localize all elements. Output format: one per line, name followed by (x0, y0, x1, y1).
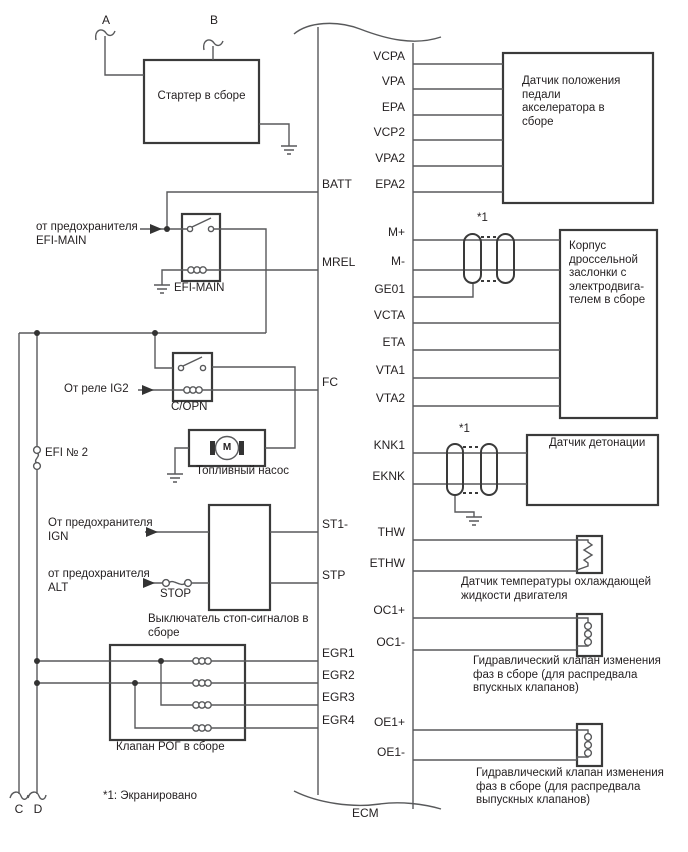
pin-egr4: EGR4 (322, 713, 355, 727)
thermistor-icon (576, 539, 594, 571)
connector-b: B (209, 13, 218, 27)
connector-d: D (33, 802, 43, 816)
coolant-sensor-label: Датчик температуры охлаждающей жидкости … (461, 576, 652, 602)
pin-vcta: VCTA (373, 308, 405, 322)
knock-sensor-box (525, 433, 660, 507)
coolant-sensor-box (575, 534, 604, 575)
stop-switch-box (207, 503, 272, 612)
pedal-sensor-box (501, 51, 655, 205)
egr-valve-box (108, 643, 247, 742)
pedal-sensor-label: Датчик положения педали акселератора в с… (522, 75, 621, 128)
pin-thw: THW (377, 525, 405, 539)
ign-feed-label: От предохранителя IGN (48, 517, 153, 543)
egr-coils (192, 657, 212, 732)
ig2-feed-label: От реле IG2 (64, 383, 129, 395)
fuel-pump-label: Топливный насос (196, 465, 289, 477)
ocv-exhaust-coil-icon (576, 729, 593, 760)
stop-switch-label: Выключатель стоп-сигналов в сборе (148, 613, 309, 639)
shield-marker-throttle: *1 (477, 212, 488, 224)
pin-m-minus: M- (391, 254, 405, 268)
knock-sensor-label: Датчик детонации (549, 437, 646, 449)
pin-egr1: EGR1 (322, 646, 355, 660)
motor-icon (210, 435, 244, 461)
ocv-exhaust-label: Гидравлический клапан изменения фаз в сб… (476, 767, 664, 806)
pin-stp: STP (322, 568, 346, 582)
ocv-intake-label: Гидравлический клапан изменения фаз в сб… (473, 655, 661, 694)
feed-arrowheads (142, 224, 162, 588)
connector-hooks (9, 29, 224, 800)
wires (18, 36, 577, 794)
copn-relay-contacts (177, 356, 207, 394)
pin-knk1: KNK1 (373, 438, 405, 452)
connector-a: A (101, 13, 110, 27)
egr-valve-label: Клапан РОГ в сборе (116, 741, 225, 753)
efi-main-relay-contacts (186, 217, 215, 274)
efi2-fuse-label: EFI № 2 (45, 447, 89, 459)
ground-icons (154, 145, 482, 526)
pin-egr2: EGR2 (322, 668, 355, 682)
shield-symbol-throttle (463, 233, 515, 284)
alt-feed-label: от предохранителя ALT (48, 568, 150, 594)
shield-symbol-knock (446, 443, 498, 496)
pin-eknk: EKNK (372, 469, 405, 483)
efi2-fuse-icon (32, 445, 42, 471)
pin-oc1-plus: OC1+ (373, 603, 405, 617)
starter-box (142, 58, 261, 145)
pin-oe1-plus: OE1+ (373, 715, 405, 729)
efi-main-relay-label: EFI-MAIN (174, 282, 225, 294)
efi-main-fuse-label: от предохранителя EFI-MAIN (36, 221, 138, 247)
pin-vta2: VTA2 (375, 391, 405, 405)
ecm-label: ECM (352, 806, 379, 820)
stop-fuse-label: STOP (160, 588, 192, 600)
stop-fuse-icon (161, 578, 193, 588)
copn-relay-label: C/OPN (171, 401, 208, 413)
throttle-body-box (558, 228, 659, 420)
pin-eta: ETA (382, 335, 405, 349)
ocv-intake-coil-icon (576, 617, 593, 650)
starter-label: Стартер в сборе (157, 90, 246, 102)
connector-c: C (14, 802, 24, 816)
pin-epa2: EPA2 (375, 177, 405, 191)
motor-letter: M (222, 442, 232, 453)
throttle-body-label: Корпус дроссельной заслонки с электродви… (569, 240, 646, 306)
pin-egr3: EGR3 (322, 690, 355, 704)
pin-fc: FC (322, 375, 338, 389)
pin-mrel: MREL (322, 255, 356, 269)
pin-st1: ST1- (322, 517, 349, 531)
pin-epa: EPA (381, 100, 405, 114)
pin-oc1-minus: OC1- (376, 635, 405, 649)
pin-ge01: GE01 (374, 282, 405, 296)
pin-ethw: ETHW (369, 556, 405, 570)
pin-vcp2: VCP2 (373, 125, 405, 139)
pin-batt: BATT (322, 177, 352, 191)
shield-footnote: *1: Экранировано (103, 790, 198, 802)
junction-dots (34, 226, 170, 686)
pin-vpa: VPA (381, 74, 405, 88)
shield-marker-knock: *1 (459, 423, 470, 435)
pin-vta1: VTA1 (375, 363, 405, 377)
pin-m-plus: M+ (387, 225, 405, 239)
pin-oe1-minus: OE1- (376, 745, 405, 759)
pin-vcpa: VCPA (373, 49, 405, 63)
pin-vpa2: VPA2 (375, 151, 405, 165)
ecm-outline (293, 22, 442, 810)
